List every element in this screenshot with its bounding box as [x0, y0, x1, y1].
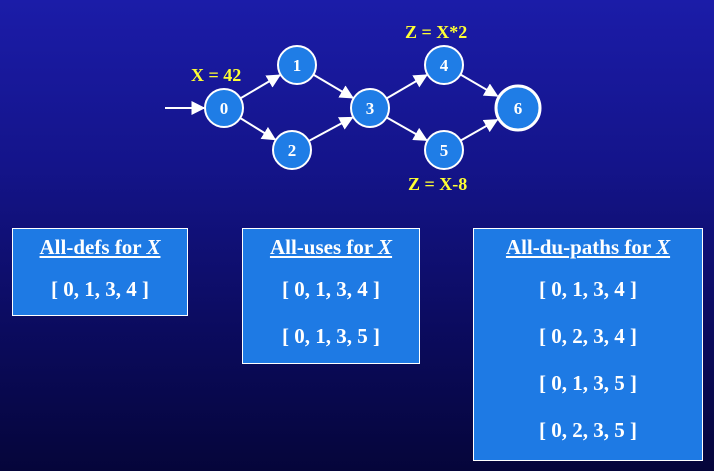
all-defs-title: All-defs for X: [13, 229, 187, 266]
node-circle: [277, 45, 317, 85]
node-circle: [424, 45, 464, 85]
edge-0-to-2: [239, 117, 277, 141]
node-label: 6: [514, 99, 523, 118]
all-uses-panel: All-uses for X [ 0, 1, 3, 4 ] [ 0, 1, 3,…: [242, 228, 420, 364]
control-flow-graph: 0 1 2 3 4 5 6 X = 42 Z = X*2 Z = X-8: [165, 22, 542, 194]
all-du-paths-path-row: [ 0, 1, 3, 4 ]: [539, 277, 637, 301]
use-annotation-node-4: Z = X*2: [405, 22, 467, 42]
all-du-paths-title-var: X: [656, 235, 671, 259]
edge-2-to-3: [308, 116, 354, 142]
all-defs-title-text: All-defs for: [39, 235, 147, 259]
use-annotation-node-5: Z = X-8: [408, 174, 467, 194]
all-du-paths-path-row: [ 0, 2, 3, 5 ]: [539, 418, 637, 442]
all-uses-path-row: [ 0, 1, 3, 5 ]: [282, 324, 380, 348]
all-du-paths-path-row: [ 0, 2, 3, 4 ]: [539, 324, 637, 348]
node-6: 6: [494, 84, 542, 132]
all-du-paths-panel: All-du-paths for X [ 0, 1, 3, 4 ] [ 0, 2…: [473, 228, 703, 461]
node-circle: [272, 130, 312, 170]
node-1: 1: [277, 45, 317, 85]
all-du-paths-path-row: [ 0, 1, 3, 5 ]: [539, 371, 637, 395]
all-uses-path-row: [ 0, 1, 3, 4 ]: [282, 277, 380, 301]
all-uses-title-var: X: [378, 235, 393, 259]
node-5: 5: [424, 130, 464, 170]
node-label: 4: [440, 56, 449, 75]
all-du-paths-title: All-du-paths for X: [474, 229, 702, 266]
node-circle: [494, 84, 542, 132]
edge-0-to-1: [239, 74, 281, 100]
node-0: 0: [204, 88, 244, 128]
edge-3-to-4: [385, 74, 428, 100]
all-defs-panel: All-defs for X [ 0, 1, 3, 4 ]: [12, 228, 188, 316]
node-3: 3: [350, 88, 390, 128]
node-circle: [424, 130, 464, 170]
all-uses-title-text: All-uses for: [269, 235, 379, 259]
all-defs-title-var: X: [146, 235, 161, 259]
edge-3-to-5: [386, 116, 428, 141]
def-annotation: X = 42: [191, 65, 241, 85]
node-circle: [350, 88, 390, 128]
node-label: 3: [366, 99, 375, 118]
node-circle: [204, 88, 244, 128]
node-label: 0: [220, 99, 229, 118]
all-uses-title: All-uses for X: [243, 229, 419, 266]
node-4: 4: [424, 45, 464, 85]
node-2: 2: [272, 130, 312, 170]
edge-5-to-6: [460, 118, 499, 142]
node-label: 5: [440, 141, 449, 160]
node-label: 2: [288, 141, 297, 160]
edge-4-to-6: [459, 73, 499, 97]
all-du-paths-title-text: All-du-paths for: [505, 235, 657, 259]
edge-1-to-3: [312, 73, 354, 99]
node-label: 1: [293, 56, 302, 75]
graph-nodes: 0 1 2 3 4 5 6: [204, 45, 542, 170]
all-defs-path-row: [ 0, 1, 3, 4 ]: [51, 277, 149, 301]
graph-edges: [239, 73, 499, 142]
